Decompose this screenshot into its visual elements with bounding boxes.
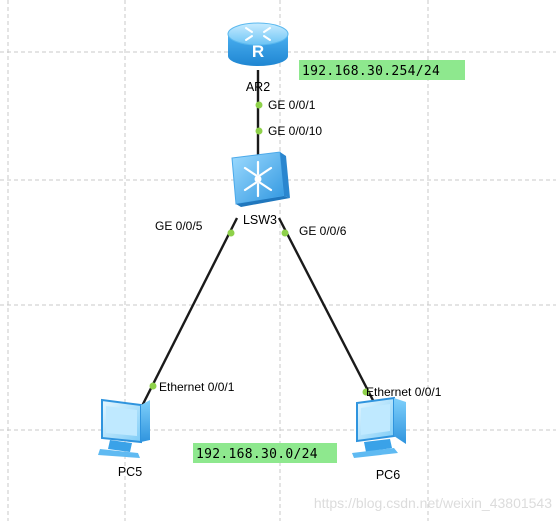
port-label-pc6-eth: Ethernet 0/0/1 bbox=[366, 385, 442, 399]
port-dot-router-ge001 bbox=[255, 101, 263, 109]
port-label-pc5-eth: Ethernet 0/0/1 bbox=[159, 380, 235, 394]
port-dot-switch-ge0010 bbox=[255, 127, 263, 135]
port-label-switch-ge006: GE 0/0/6 bbox=[299, 224, 347, 238]
pc6-label: PC6 bbox=[376, 468, 400, 482]
note-network[interactable]: 192.168.30.0/24 bbox=[193, 443, 337, 463]
note-network-text: 192.168.30.0/24 bbox=[196, 447, 318, 462]
port-label-switch-ge0010: GE 0/0/10 bbox=[268, 124, 322, 138]
link-switch-pc6[interactable] bbox=[277, 217, 380, 411]
note-gateway[interactable]: 192.168.30.254/24 bbox=[299, 60, 465, 80]
router-icon: R bbox=[227, 22, 289, 66]
port-label-router-ge001: GE 0/0/1 bbox=[268, 98, 316, 112]
pc5-label: PC5 bbox=[118, 465, 142, 479]
svg-text:R: R bbox=[252, 42, 264, 61]
link-switch-pc5[interactable] bbox=[138, 217, 239, 411]
router-ar2[interactable]: R bbox=[227, 22, 289, 66]
note-network-background bbox=[193, 443, 337, 463]
switch-icon bbox=[231, 151, 290, 207]
links bbox=[138, 70, 380, 411]
port-dot-pc6-eth bbox=[362, 388, 370, 396]
router-label: AR2 bbox=[246, 80, 270, 94]
port-dot-pc5-eth bbox=[149, 382, 157, 390]
switch-label: LSW3 bbox=[243, 213, 277, 227]
pc-icon bbox=[352, 396, 406, 458]
port-dot-switch-ge005 bbox=[227, 229, 235, 237]
port-label-switch-ge005: GE 0/0/5 bbox=[155, 219, 203, 233]
note-gateway-text: 192.168.30.254/24 bbox=[302, 64, 440, 79]
port-dots bbox=[149, 101, 370, 396]
port-dot-switch-ge006 bbox=[281, 229, 289, 237]
pc5[interactable] bbox=[98, 398, 150, 458]
pc6[interactable] bbox=[352, 396, 406, 458]
switch-lsw3[interactable] bbox=[231, 151, 290, 207]
pc-icon bbox=[98, 398, 150, 458]
note-gateway-background bbox=[299, 60, 465, 80]
watermark: https://blog.csdn.net/weixin_43801543 bbox=[314, 495, 552, 511]
